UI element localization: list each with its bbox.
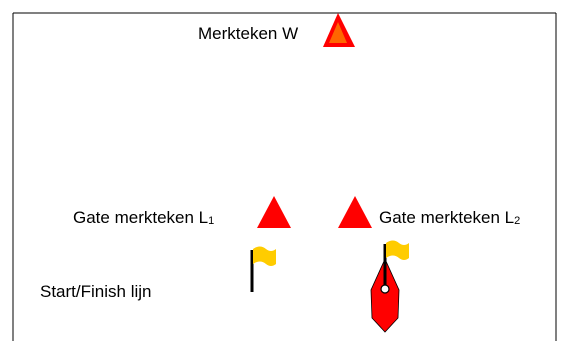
gate-mark-l2-label: Gate merkteken L2 — [379, 208, 520, 227]
windward-mark-label: Merkteken W — [198, 24, 298, 43]
gate-mark-l2-icon — [338, 196, 372, 228]
gate-mark-l1-icon — [257, 196, 291, 228]
gate-mark-l2-main: Gate merkteken L — [379, 208, 514, 227]
gate-mark-l1-subscript: 1 — [208, 215, 214, 227]
gate-mark-l1-label: Gate merkteken L1 — [73, 208, 214, 227]
gate-mark-l1-main: Gate merkteken L — [73, 208, 208, 227]
start-finish-label: Start/Finish lijn — [40, 282, 151, 301]
committee-boat-icon — [370, 240, 409, 333]
pin-end-flag-icon — [250, 246, 276, 292]
gate-mark-l2-subscript: 2 — [514, 215, 520, 227]
windward-mark-icon — [323, 13, 355, 47]
